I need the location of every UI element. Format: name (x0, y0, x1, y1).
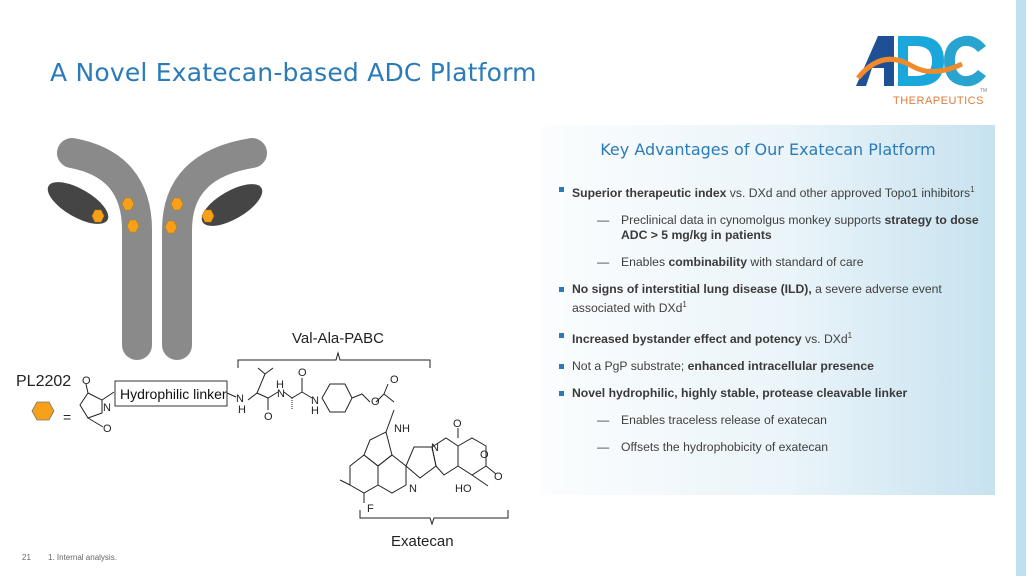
list-subitem: —Preclinical data in cynomolgus monkey s… (597, 213, 979, 243)
panel-heading: Key Advantages of Our Exatecan Platform (600, 140, 936, 159)
svg-text:O: O (103, 423, 112, 435)
list-item: Increased bystander effect and potency v… (559, 328, 979, 347)
payload-label: PL2202 (16, 373, 71, 390)
svg-text:H: H (276, 379, 284, 391)
linker-bracket (237, 351, 431, 368)
linker-bracket-label: Val-Ala-PABC (292, 330, 384, 347)
page-number: 21 (22, 553, 31, 562)
adc-logo: TM (856, 35, 987, 94)
adc-diagram: PL2202 = O N O N H O H N O N H (16, 138, 509, 550)
svg-text:O: O (494, 471, 503, 483)
list-subitem: —Offsets the hydrophobicity of exatecan (597, 440, 829, 455)
svg-text:HO: HO (455, 483, 472, 495)
hydrophilic-linker-label: Hydrophilic linker (120, 386, 227, 402)
svg-text:NH: NH (394, 423, 410, 435)
payload-hexagons (91, 197, 215, 234)
svg-text:H: H (238, 404, 246, 416)
structure-bonds (79, 367, 497, 503)
logo-subtitle: THERAPEUTICS (893, 95, 984, 107)
antibody (47, 138, 267, 360)
exatecan-bracket (359, 510, 509, 526)
exatecan-bracket-label: Exatecan (391, 533, 454, 550)
svg-text:N: N (103, 402, 111, 414)
svg-text:N: N (409, 483, 417, 495)
advantages-panel: Key Advantages of Our Exatecan Platform … (541, 125, 995, 495)
hydrophilic-linker-box (114, 380, 228, 407)
list-item: Not a PgP substrate; enhanced intracellu… (559, 359, 979, 374)
list-subitem: —Enables traceless release of exatecan (597, 413, 827, 428)
svg-text:O: O (453, 418, 462, 430)
list-subitem: —Enables combinability with standard of … (597, 255, 864, 270)
svg-text:O: O (82, 375, 91, 387)
svg-text:N: N (236, 393, 244, 405)
svg-text:H: H (311, 405, 319, 417)
svg-text:N: N (311, 395, 319, 407)
svg-text:O: O (390, 374, 399, 386)
list-item: Novel hydrophilic, highly stable, protea… (559, 386, 979, 401)
payload-hexagon-icon (31, 401, 55, 421)
trademark: TM (980, 88, 987, 94)
svg-text:N: N (277, 388, 285, 400)
advantages-list: Superior therapeutic index vs. DXd and o… (559, 182, 979, 467)
svg-text:O: O (480, 449, 489, 461)
footnote: 1. Internal analysis. (48, 553, 117, 562)
equals-sign: = (63, 409, 71, 425)
atom-labels: O N O N H O H N O N H O O NH N O O O N H… (82, 367, 503, 515)
svg-text:O: O (264, 411, 273, 423)
svg-text:O: O (298, 367, 307, 379)
svg-text:O: O (371, 396, 380, 408)
list-item: Superior therapeutic index vs. DXd and o… (559, 182, 979, 201)
list-item: No signs of interstitial lung disease (I… (559, 282, 979, 316)
edge-strip (1016, 0, 1026, 576)
svg-text:F: F (367, 503, 374, 515)
svg-text:N: N (431, 442, 439, 454)
slide-title: A Novel Exatecan-based ADC Platform (50, 58, 537, 87)
